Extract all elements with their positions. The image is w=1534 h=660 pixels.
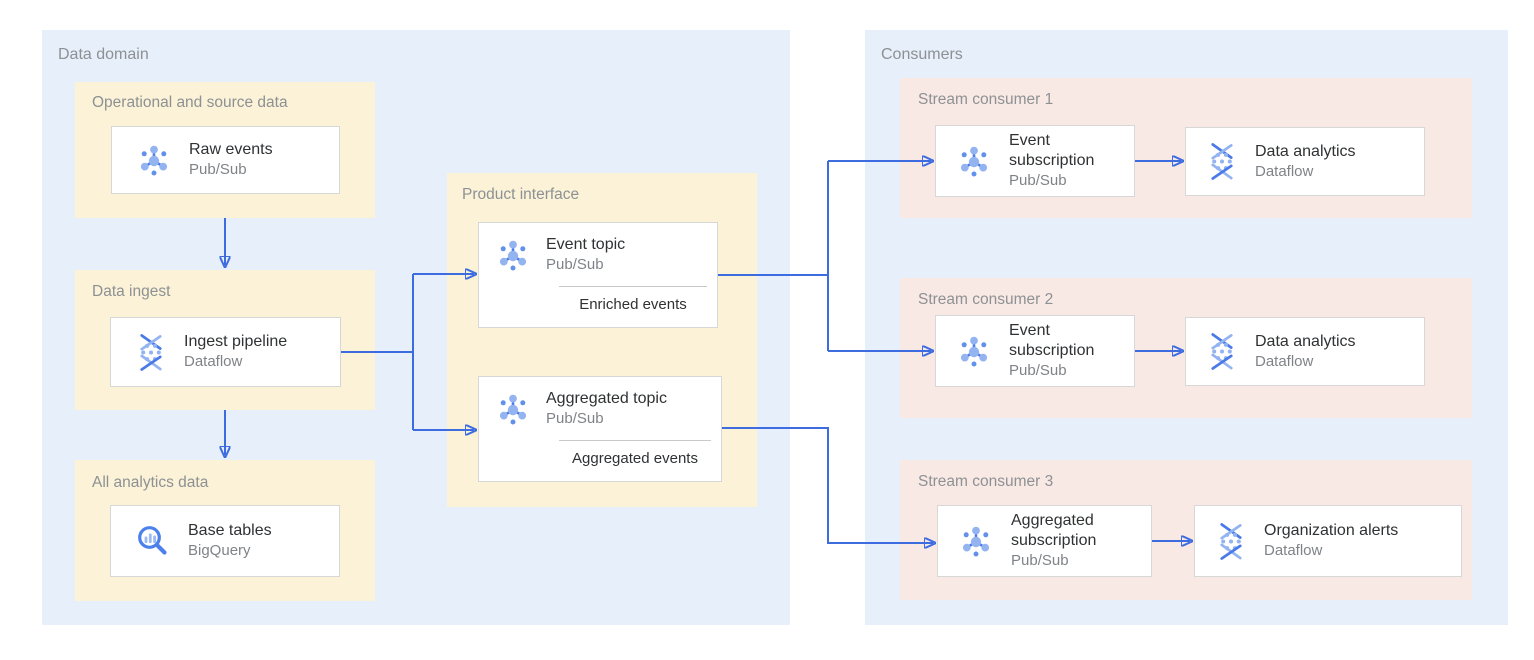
card-data-analytics-2: Data analytics Dataflow	[1185, 317, 1425, 386]
card-event-subscription-1: Event subscription Pub/Sub	[935, 125, 1135, 197]
group-operational-label: Operational and source data	[92, 94, 288, 111]
pubsub-icon	[140, 145, 168, 176]
card-subtitle: BigQuery	[188, 542, 251, 559]
pubsub-icon	[960, 146, 988, 177]
pubsub-icon	[962, 526, 990, 557]
dataflow-icon	[1211, 143, 1233, 180]
card-divider	[559, 440, 711, 441]
card-caption: Aggregated events	[572, 450, 698, 467]
group-all-analytics-label: All analytics data	[92, 474, 209, 491]
card-aggregated-subscription: Aggregated subscription Pub/Sub	[937, 505, 1152, 577]
pubsub-icon	[499, 394, 527, 424]
group-data-ingest-label: Data ingest	[92, 283, 171, 300]
card-data-analytics-1: Data analytics Dataflow	[1185, 127, 1425, 196]
card-raw-events: Raw events Pub/Sub	[111, 126, 340, 194]
card-title: Data analytics	[1255, 142, 1356, 160]
card-title: Event subscription	[1009, 132, 1095, 169]
card-title: Base tables	[188, 522, 272, 539]
bigquery-icon	[138, 526, 167, 555]
pubsub-icon	[960, 336, 988, 367]
card-title: Aggregated subscription	[1011, 512, 1097, 549]
dataflow-icon	[1211, 333, 1233, 370]
card-event-topic: Event topic Pub/Sub Enriched events	[478, 222, 718, 328]
card-subtitle: Dataflow	[184, 353, 243, 370]
card-subtitle: Pub/Sub	[546, 255, 604, 273]
card-title: Event subscription	[1009, 322, 1095, 359]
card-divider	[559, 286, 707, 287]
card-aggregated-topic: Aggregated topic Pub/Sub Aggregated even…	[478, 376, 722, 482]
card-subtitle: Pub/Sub	[189, 161, 247, 178]
dataflow-icon	[140, 333, 162, 371]
card-subtitle: Dataflow	[1264, 542, 1323, 559]
card-subtitle: Pub/Sub	[1009, 172, 1067, 189]
card-title: Aggregated topic	[546, 389, 667, 407]
dataflow-icon	[1220, 522, 1242, 560]
card-base-tables: Base tables BigQuery	[110, 505, 340, 577]
data-domain-label: Data domain	[58, 46, 149, 63]
group-stream-consumer-2-label: Stream consumer 2	[918, 291, 1054, 308]
card-title: Organization alerts	[1264, 522, 1399, 539]
pubsub-icon	[499, 240, 527, 270]
card-subtitle: Dataflow	[1255, 352, 1314, 370]
card-title: Data analytics	[1255, 332, 1356, 350]
card-subtitle: Pub/Sub	[1009, 362, 1067, 379]
card-subtitle: Pub/Sub	[546, 409, 604, 427]
card-title: Ingest pipeline	[184, 333, 288, 350]
consumers-label: Consumers	[881, 46, 963, 63]
card-organization-alerts: Organization alerts Dataflow	[1194, 505, 1462, 577]
card-title: Raw events	[189, 141, 273, 158]
card-caption: Enriched events	[579, 296, 687, 313]
group-stream-consumer-1-label: Stream consumer 1	[918, 91, 1054, 108]
group-product-interface-label: Product interface	[462, 186, 580, 203]
card-subtitle: Dataflow	[1255, 162, 1314, 180]
card-title: Event topic	[546, 235, 626, 253]
group-stream-consumer-3-label: Stream consumer 3	[918, 473, 1054, 490]
card-event-subscription-2: Event subscription Pub/Sub	[935, 315, 1135, 387]
card-ingest-pipeline: Ingest pipeline Dataflow	[110, 317, 341, 387]
card-subtitle: Pub/Sub	[1011, 552, 1069, 569]
